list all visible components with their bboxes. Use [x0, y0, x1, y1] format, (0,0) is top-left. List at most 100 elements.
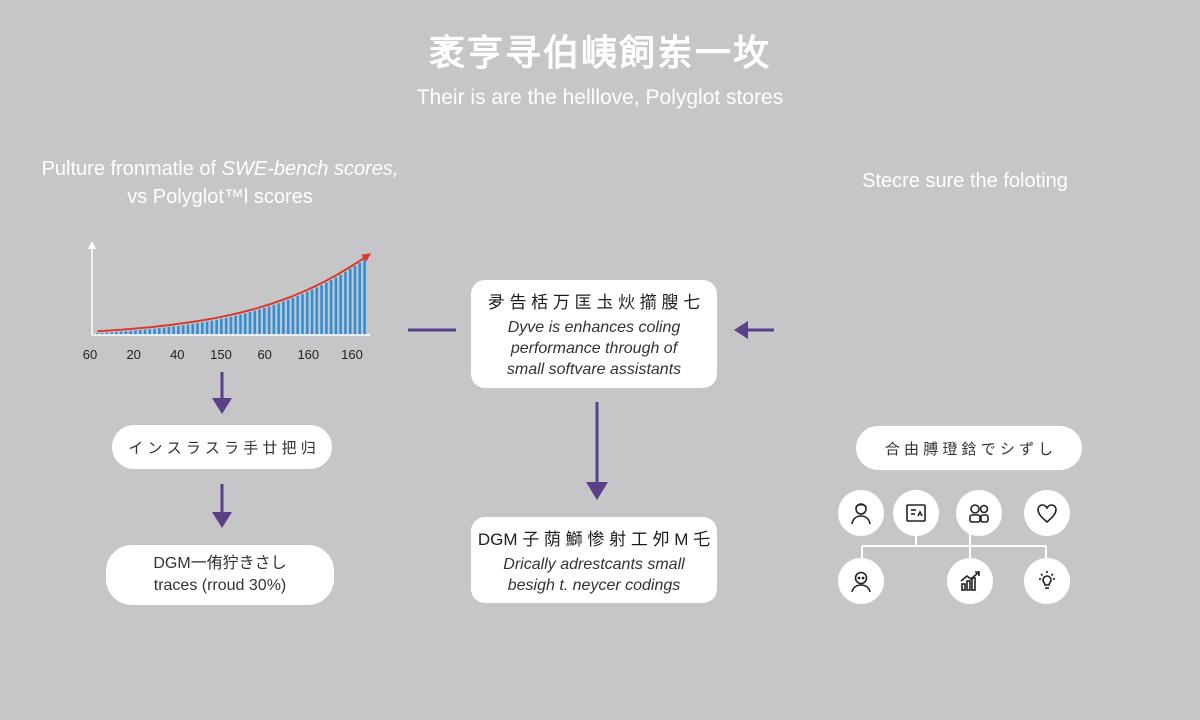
chart-bar [158, 328, 161, 335]
arrow-down-center [586, 402, 608, 500]
chart-bar [320, 285, 323, 335]
x-tick-label: 40 [170, 347, 184, 362]
chart-bar [353, 265, 357, 335]
chart-bar [153, 328, 156, 335]
chart-bar [96, 333, 99, 335]
chart-bar [286, 299, 290, 335]
x-tick-label: 160 [297, 347, 319, 362]
icon-tree-connectors [861, 532, 1047, 558]
chart-title-prefix: Pulture fronmatle of [41, 158, 222, 180]
chart-bar [124, 331, 128, 335]
chart-bar [220, 318, 223, 335]
chart-bar [162, 327, 166, 335]
chart-bar [301, 293, 304, 335]
right-caption: Stecre sure the foloting [862, 170, 1068, 192]
chart-bar [358, 262, 362, 335]
x-tick-label: 60 [83, 347, 97, 362]
chart-bar [334, 277, 338, 335]
center-result-line1: Drically adrestcants small [503, 555, 685, 573]
chart-bar [248, 312, 252, 335]
chart-bar [172, 326, 175, 335]
chart-bar [143, 329, 147, 335]
page-title: 袤亨寻伯峓飼岽一坆 [428, 33, 771, 74]
left-result-line1: DGM一侑狞きさし [153, 555, 287, 572]
chart-bar [138, 330, 142, 335]
growth-chart-icon [947, 558, 993, 604]
center-result-heading: DGM 子 荫 鰤 惨 射 工 夘 M 乇 [477, 529, 711, 549]
center-summary-line1: Dyve is enhances coling [507, 319, 681, 336]
chart-bar [325, 282, 328, 335]
chart-title: Pulture fronmatle of SWE-bench scores, v… [40, 155, 400, 211]
chart-bar [258, 309, 261, 335]
chart-bar [239, 314, 242, 335]
chart-bar [348, 268, 352, 335]
chart-bar [186, 324, 190, 335]
user-avatar-icon [838, 558, 884, 604]
center-summary-box: 夛 告 栝 万 匡 圡 炏 擶 膄 七 Dyve is enhances col… [471, 280, 717, 388]
chart-bars [96, 259, 366, 335]
chart-bar [115, 332, 118, 335]
center-summary-line3: small softvare assistants [506, 361, 682, 378]
chart-bar [296, 296, 300, 335]
chart-bar [243, 313, 247, 335]
chart-bar [339, 274, 342, 335]
page-subtitle: Their is are the helllove, Polyglot stor… [416, 86, 784, 109]
people-icon [956, 490, 1002, 536]
chart-bar [344, 271, 347, 335]
chart-bar [272, 304, 276, 335]
heart-icon [1024, 490, 1070, 536]
chart-bar [129, 330, 133, 335]
arrow-left-into-box [734, 321, 774, 339]
x-tick-label: 150 [210, 347, 232, 362]
left-connector-line [408, 328, 456, 332]
chart-bar [177, 325, 180, 335]
chart-bar [205, 321, 209, 335]
left-result-line2: traces (rroud 30%) [153, 577, 287, 594]
left-step-pill: イ ン ス ラ ス ラ 手 廿 把 归 [112, 425, 332, 469]
chart-bar [305, 291, 309, 335]
chart-bar [363, 259, 366, 335]
trend-line-arrowhead [361, 253, 372, 262]
person-icon [838, 490, 884, 536]
chart-title-emphasis: SWE-bench scores, [221, 158, 399, 180]
chart-bar [148, 329, 152, 335]
chart-bar [234, 315, 238, 335]
chart-bar [191, 323, 195, 335]
left-result-pill: DGM一侑狞きさし traces (rroud 30%) [106, 545, 334, 605]
chart-bar [263, 307, 266, 335]
chart-bar [277, 303, 280, 335]
chart-bar [167, 327, 171, 335]
right-step-label: 合 由 膊 璒 鋡 で シ ず し [884, 440, 1054, 458]
center-result-line2: besigh t. neycer codings [507, 576, 681, 594]
chart-bar [181, 325, 185, 335]
chart-bar [200, 322, 204, 335]
left-step-label: イ ン ス ラ ス ラ 手 廿 把 归 [128, 439, 316, 457]
arrow-down-2 [212, 484, 232, 528]
chart-bar [110, 332, 113, 335]
chart-bar [196, 323, 199, 335]
lightbulb-icon [1024, 558, 1070, 604]
trend-line [97, 256, 366, 333]
chart-bar [291, 297, 295, 335]
center-result-box: DGM 子 荫 鰤 惨 射 工 夘 M 乇 Drically adrestcan… [471, 517, 717, 603]
chart-bar [315, 287, 319, 335]
chart-bar [282, 301, 285, 335]
x-tick-label: 160 [341, 347, 363, 362]
chart-bar [253, 310, 257, 335]
chart-bar [210, 320, 214, 335]
chart-bar [105, 332, 109, 335]
y-axis-arrowhead [88, 241, 96, 249]
center-summary-line2: performance through of [510, 340, 678, 357]
x-tick-label: 60 [257, 347, 271, 362]
document-icon [893, 490, 939, 536]
arrow-down-1 [212, 372, 232, 414]
chart-bar [119, 331, 123, 335]
chart-bar [310, 289, 314, 335]
chart-bar [134, 330, 137, 335]
center-summary-heading: 夛 告 栝 万 匡 圡 炏 擶 膄 七 [487, 293, 701, 312]
chart-bar [267, 306, 271, 335]
right-step-pill: 合 由 膊 璒 鋡 で シ ず し [856, 426, 1082, 470]
chart-title-line2: vs Polyglot™l scores [127, 186, 313, 208]
